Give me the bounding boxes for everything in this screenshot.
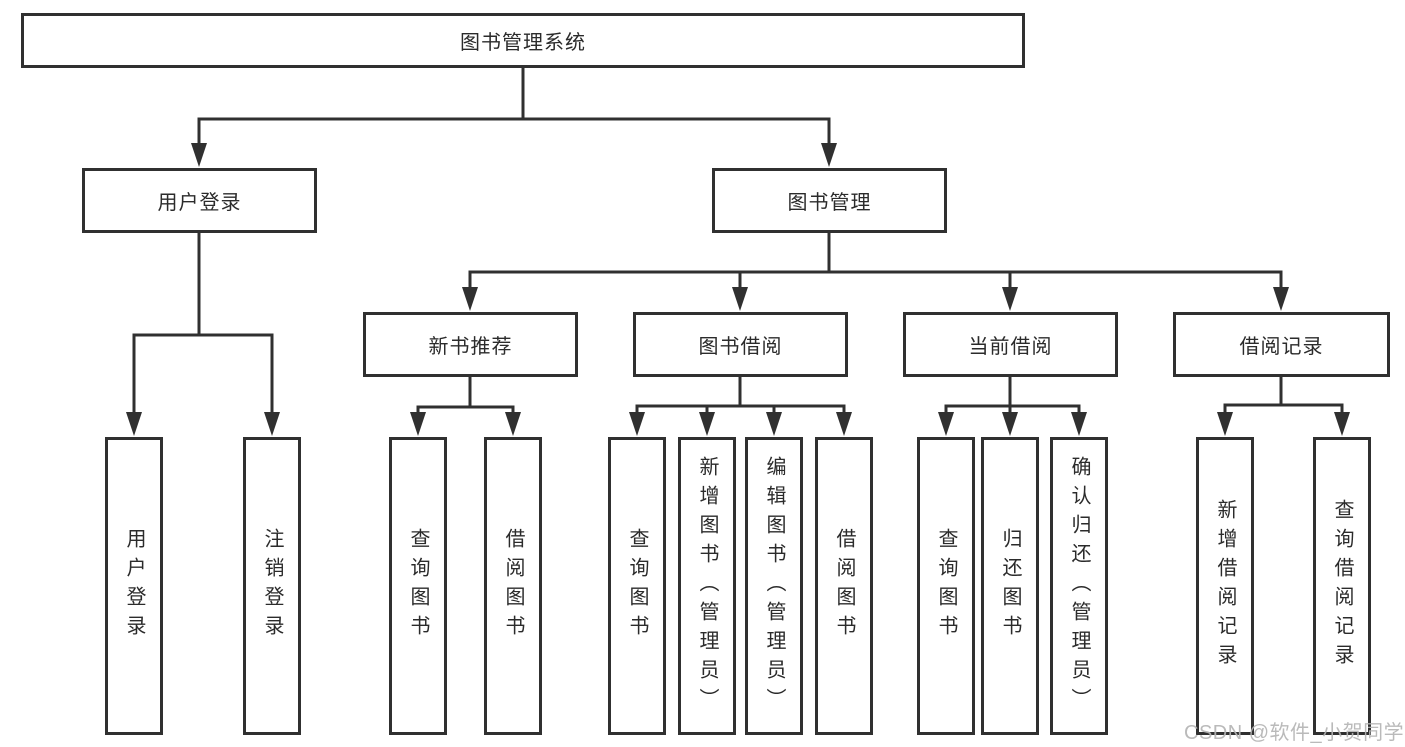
- arrowhead: [766, 412, 782, 436]
- leaf-confirm-return-admin-label: 确认归还（管理员）: [1068, 455, 1090, 717]
- leaf-borrow-books-recommend-label: 借阅图书: [502, 528, 524, 644]
- leaf-query-books-recommend: 查询图书: [389, 437, 447, 735]
- arrowhead: [1002, 412, 1018, 436]
- leaf-query-books-recommend-label: 查询图书: [407, 528, 429, 644]
- node-book-management-label: 图书管理: [787, 192, 872, 214]
- leaf-user-login-label: 用户登录: [123, 528, 145, 644]
- leaf-user-login: 用户登录: [105, 437, 163, 735]
- arrowhead: [126, 412, 142, 436]
- node-borrowing-records-label: 借阅记录: [1239, 336, 1324, 358]
- connector-current-to-leaves: [944, 374, 1081, 418]
- node-user-login-label: 用户登录: [157, 192, 242, 214]
- node-user-login: 用户登录: [82, 168, 317, 233]
- arrowhead: [1217, 412, 1233, 436]
- leaf-query-books-current-label: 查询图书: [935, 528, 957, 644]
- arrowhead: [1334, 412, 1350, 436]
- arrowhead: [462, 287, 478, 311]
- connector-root-to-level2: [197, 66, 831, 150]
- arrowhead: [821, 143, 837, 167]
- connector-borrowing-to-leaves: [635, 375, 846, 418]
- arrowheads: [126, 143, 1350, 436]
- leaf-borrow-books-borrowing: 借阅图书: [815, 437, 873, 735]
- arrowhead: [410, 412, 426, 436]
- leaf-edit-books-admin: 编辑图书（管理员）: [745, 437, 803, 735]
- leaf-logout-label: 注销登录: [261, 528, 283, 644]
- node-current-borrowing: 当前借阅: [903, 312, 1118, 377]
- node-book-management: 图书管理: [712, 168, 947, 233]
- node-new-book-recommend-label: 新书推荐: [428, 336, 513, 358]
- arrowhead: [732, 287, 748, 311]
- connector-new-book-to-leaves: [416, 375, 515, 418]
- leaf-return-books-label: 归还图书: [999, 528, 1021, 644]
- arrowhead: [938, 412, 954, 436]
- arrowhead: [191, 143, 207, 167]
- leaf-add-books-admin: 新增图书（管理员）: [678, 437, 736, 735]
- leaf-add-books-admin-label: 新增图书（管理员）: [696, 455, 718, 717]
- connector-records-to-leaves: [1223, 375, 1344, 418]
- leaf-query-borrow-record-label: 查询借阅记录: [1331, 499, 1353, 673]
- leaf-query-books-borrowing: 查询图书: [608, 437, 666, 735]
- connector-book-mgmt-to-level3: [468, 231, 1283, 292]
- leaf-query-borrow-record: 查询借阅记录: [1313, 437, 1371, 735]
- node-book-borrowing-label: 图书借阅: [698, 336, 783, 358]
- arrowhead: [1273, 287, 1289, 311]
- leaf-edit-books-admin-label: 编辑图书（管理员）: [763, 455, 785, 717]
- leaf-add-borrow-record-label: 新增借阅记录: [1214, 499, 1236, 673]
- leaf-query-books-borrowing-label: 查询图书: [626, 528, 648, 644]
- arrowhead: [836, 412, 852, 436]
- node-current-borrowing-label: 当前借阅: [968, 336, 1053, 358]
- arrowhead: [1071, 412, 1087, 436]
- node-new-book-recommend: 新书推荐: [363, 312, 578, 377]
- node-library-management-system: 图书管理系统: [21, 13, 1025, 68]
- node-book-borrowing: 图书借阅: [633, 312, 848, 377]
- leaf-borrow-books-recommend: 借阅图书: [484, 437, 542, 735]
- arrowhead: [699, 412, 715, 436]
- leaf-add-borrow-record: 新增借阅记录: [1196, 437, 1254, 735]
- node-borrowing-records: 借阅记录: [1173, 312, 1390, 377]
- arrowhead: [629, 412, 645, 436]
- leaf-confirm-return-admin: 确认归还（管理员）: [1050, 437, 1108, 735]
- leaf-query-books-current: 查询图书: [917, 437, 975, 735]
- arrowhead: [264, 412, 280, 436]
- arrowhead: [1002, 287, 1018, 311]
- leaf-return-books: 归还图书: [981, 437, 1039, 735]
- node-library-management-system-label: 图书管理系统: [460, 32, 586, 54]
- arrowhead: [505, 412, 521, 436]
- connector-user-login-to-leaves: [132, 231, 274, 418]
- watermark: CSDN @软件_小贺同学: [1184, 722, 1405, 744]
- leaf-logout: 注销登录: [243, 437, 301, 735]
- leaf-borrow-books-borrowing-label: 借阅图书: [833, 528, 855, 644]
